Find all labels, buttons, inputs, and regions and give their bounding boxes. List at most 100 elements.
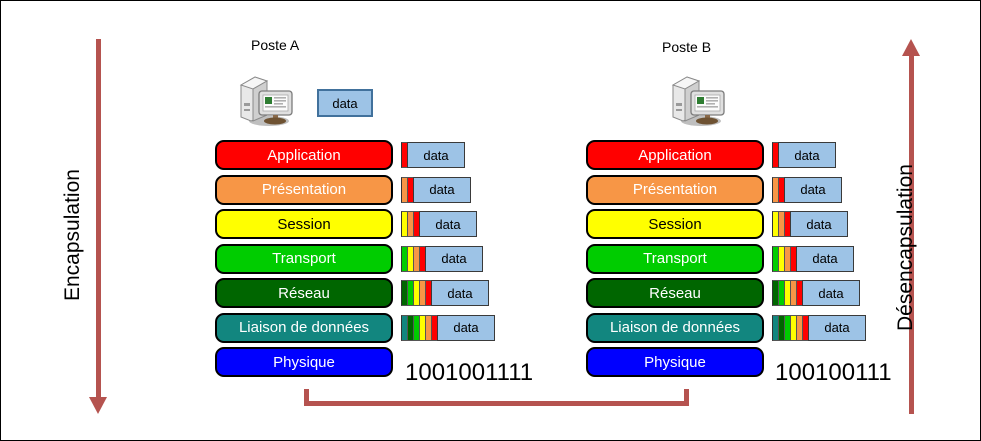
layer-label: Réseau xyxy=(649,284,701,302)
layer-box-poste-a-5[interactable]: Liaison de données xyxy=(215,312,393,343)
layer-box-poste-b-1[interactable]: Présentation xyxy=(586,174,764,205)
header-strip xyxy=(784,245,790,272)
packet-data-box: data xyxy=(413,176,471,203)
packet-data-box: data xyxy=(790,211,848,237)
layer-box-poste-b-4[interactable]: Réseau xyxy=(586,278,764,308)
layer-label: Présentation xyxy=(261,181,347,198)
packet-data-box: data xyxy=(778,142,836,168)
header-strip xyxy=(784,280,790,306)
header-strip xyxy=(790,245,796,272)
binary-stream-poste-a: 1001001111 xyxy=(405,359,534,386)
header-strip xyxy=(790,314,796,341)
packet-poste-b-1: data xyxy=(772,176,842,203)
packet-poste-a-4: data xyxy=(401,280,489,306)
layer-label: Transport xyxy=(272,250,336,267)
arrow-up-head-icon xyxy=(902,39,920,56)
layer-label: Présentation xyxy=(632,181,718,198)
header-strip xyxy=(401,142,407,168)
header-strip xyxy=(778,245,784,272)
header-strip xyxy=(425,280,431,306)
header-strip xyxy=(413,211,419,237)
computer-icon-poste-a xyxy=(229,69,297,132)
layer-label: Physique xyxy=(273,353,335,371)
header-strip xyxy=(401,176,407,203)
header-strip xyxy=(407,211,413,237)
header-strip xyxy=(407,280,413,306)
packet-data-box: data xyxy=(437,314,495,341)
layer-box-poste-b-6[interactable]: Physique xyxy=(586,347,764,377)
header-strip xyxy=(425,314,431,341)
packet-poste-a-2: data xyxy=(401,211,477,237)
packet-poste-b-3: data xyxy=(772,245,854,272)
layer-box-poste-b-0[interactable]: Application xyxy=(586,140,764,170)
header-strip xyxy=(431,314,437,341)
packet-poste-a-3: data xyxy=(401,245,483,272)
desencapsulation-label: Désencapsulation xyxy=(894,164,917,331)
layer-label: Application xyxy=(638,146,712,164)
layer-box-poste-b-3[interactable]: Transport xyxy=(586,243,764,274)
header-strip xyxy=(796,314,802,341)
header-strip xyxy=(778,176,784,203)
header-strip xyxy=(784,211,790,237)
header-strip xyxy=(407,245,413,272)
layer-label: Liaison de données xyxy=(609,319,741,336)
layer-box-poste-a-2[interactable]: Session xyxy=(215,209,393,239)
packet-poste-b-4: data xyxy=(772,280,860,306)
packet-poste-a-0: data xyxy=(401,142,465,168)
header-strip xyxy=(419,314,425,341)
header-strip xyxy=(413,314,419,341)
layer-label: Application xyxy=(267,146,341,164)
header-strip xyxy=(772,211,778,237)
header-strip xyxy=(772,245,778,272)
layer-box-poste-b-5[interactable]: Liaison de données xyxy=(586,312,764,343)
header-strip xyxy=(413,280,419,306)
header-strip xyxy=(784,314,790,341)
layer-box-poste-a-0[interactable]: Application xyxy=(215,140,393,170)
layer-label: Transport xyxy=(643,250,707,267)
layer-box-poste-a-6[interactable]: Physique xyxy=(215,347,393,377)
layer-label: Physique xyxy=(644,353,706,371)
station-label-poste-b: Poste B xyxy=(662,39,712,55)
header-strip xyxy=(790,280,796,306)
header-strip xyxy=(401,245,407,272)
arrow-up-icon xyxy=(909,56,914,414)
binary-stream-poste-b: 100100111 xyxy=(775,359,892,386)
packet-poste-b-0: data xyxy=(772,142,836,168)
packet-poste-a-5: data xyxy=(401,314,495,341)
arrow-down-head-icon xyxy=(89,397,107,414)
header-strip xyxy=(796,280,802,306)
connector-left-segment xyxy=(304,389,309,406)
header-strip xyxy=(407,176,413,203)
connector-right-segment xyxy=(684,389,689,406)
layer-box-poste-b-2[interactable]: Session xyxy=(586,209,764,239)
layer-label: Session xyxy=(277,215,331,233)
header-strip xyxy=(772,314,778,341)
header-strip xyxy=(772,176,778,203)
packet-data-box: data xyxy=(796,245,854,272)
encapsulation-label: Encapsulation xyxy=(61,169,84,301)
layer-label: Réseau xyxy=(278,284,330,302)
layer-box-poste-a-1[interactable]: Présentation xyxy=(215,174,393,205)
packet-data-box: data xyxy=(425,245,483,272)
header-strip xyxy=(401,314,407,341)
header-strip xyxy=(778,280,784,306)
header-strip xyxy=(772,280,778,306)
connector-bottom-segment xyxy=(304,401,689,406)
layer-box-poste-a-3[interactable]: Transport xyxy=(215,243,393,274)
header-strip xyxy=(407,314,413,341)
packet-data-box: data xyxy=(431,280,489,306)
header-strip xyxy=(778,314,784,341)
packet-poste-b-5: data xyxy=(772,314,866,341)
packet-data-box: data xyxy=(407,142,465,168)
arrow-down-icon xyxy=(96,39,101,397)
header-strip xyxy=(772,142,778,168)
header-strip xyxy=(802,314,808,341)
layer-box-poste-a-4[interactable]: Réseau xyxy=(215,278,393,308)
packet-poste-a-1: data xyxy=(401,176,471,203)
data-packet-initial-poste-a: data xyxy=(317,89,373,117)
header-strip xyxy=(401,280,407,306)
header-strip xyxy=(419,280,425,306)
layer-label: Session xyxy=(648,215,702,233)
packet-data-box: data xyxy=(784,176,842,203)
